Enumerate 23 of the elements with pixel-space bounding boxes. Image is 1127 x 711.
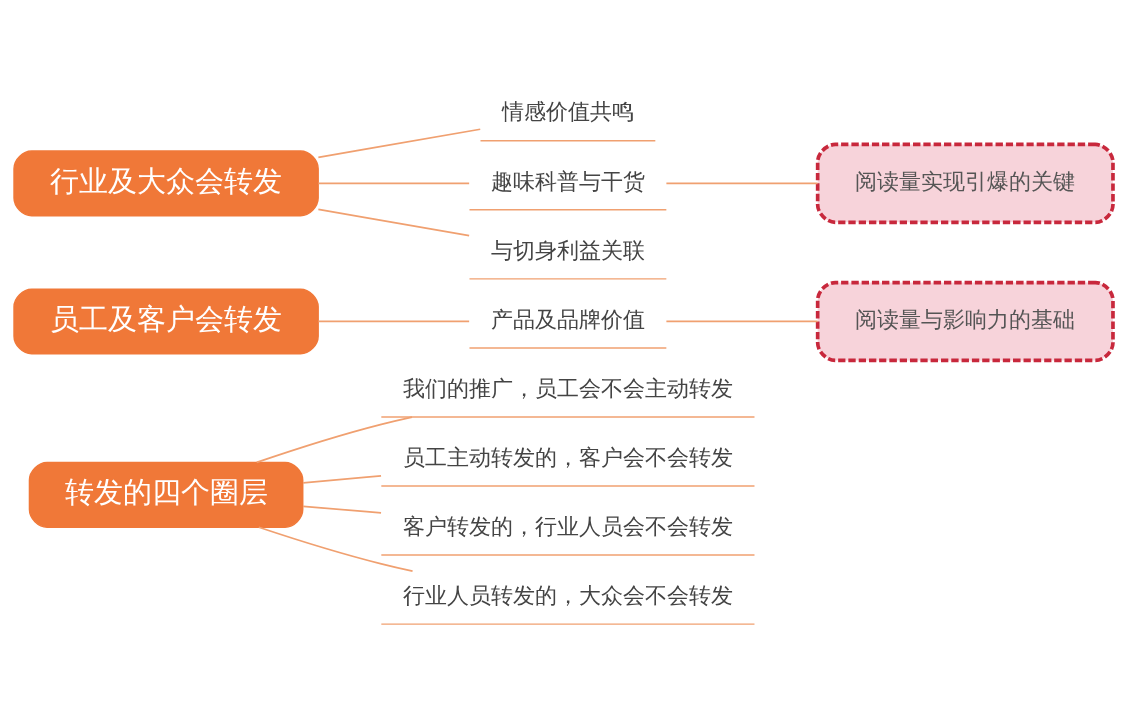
connector [665,182,819,184]
node-text: 产品及品牌价值 [490,306,645,332]
node-box: 转发的四个圈层 [28,461,304,528]
connector [317,182,471,184]
connector [317,127,482,158]
node-text: 我们的推广，员工会不会主动转发 [402,375,733,401]
node-text: 趣味科普与干货 [490,168,645,194]
node-text: 情感价值共鸣 [501,98,634,124]
node-text: 客户转发的，行业人员会不会转发 [402,513,733,539]
node-text: 员工主动转发的，客户会不会转发 [402,444,733,470]
node-box: 行业及大众会转发 [13,149,319,216]
connector [302,504,382,514]
connector [317,320,471,322]
node-text: 与切身利益关联 [490,237,645,263]
connector [317,208,471,236]
node-box: 员工及客户会转发 [13,287,319,355]
connector [665,320,819,322]
node-box: 阅读量实现引爆的关键 [815,142,1115,224]
connector [255,415,413,463]
node-text: 行业人员转发的，大众会不会转发 [402,582,733,608]
node-box: 阅读量与影响力的基础 [815,280,1115,362]
connector [302,474,382,484]
connector [257,525,414,572]
